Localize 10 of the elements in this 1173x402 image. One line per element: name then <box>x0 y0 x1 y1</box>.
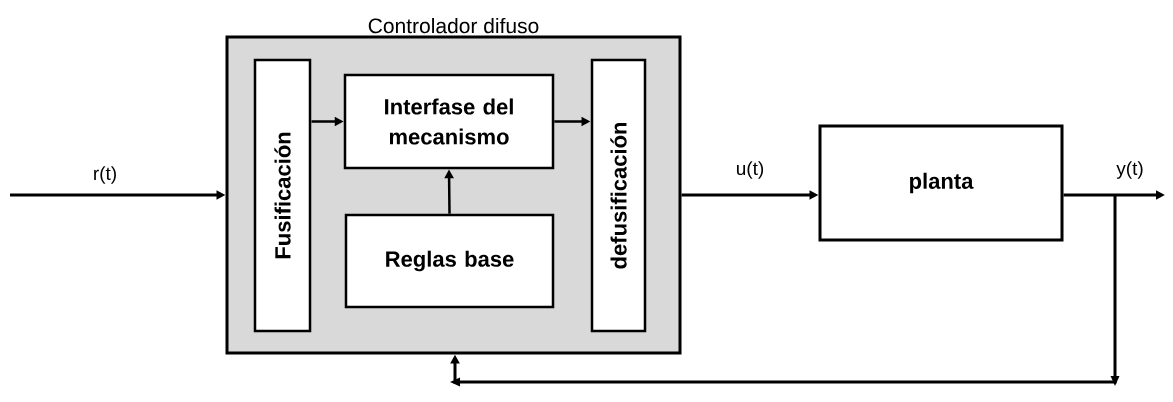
process-box: planta <box>818 124 1064 242</box>
process-box: Interfase del mecanismo <box>343 73 555 170</box>
process-box: defusificación <box>590 58 647 333</box>
node-label: Controlador difuso <box>368 17 539 34</box>
arrow <box>450 195 1120 387</box>
edge-label: r(t) <box>94 166 116 184</box>
process-box: Fusificación <box>253 58 312 333</box>
edge-label: u(t) <box>737 161 764 179</box>
process-box: Reglas base <box>344 213 555 309</box>
edge-label: y(t) <box>1116 161 1143 179</box>
